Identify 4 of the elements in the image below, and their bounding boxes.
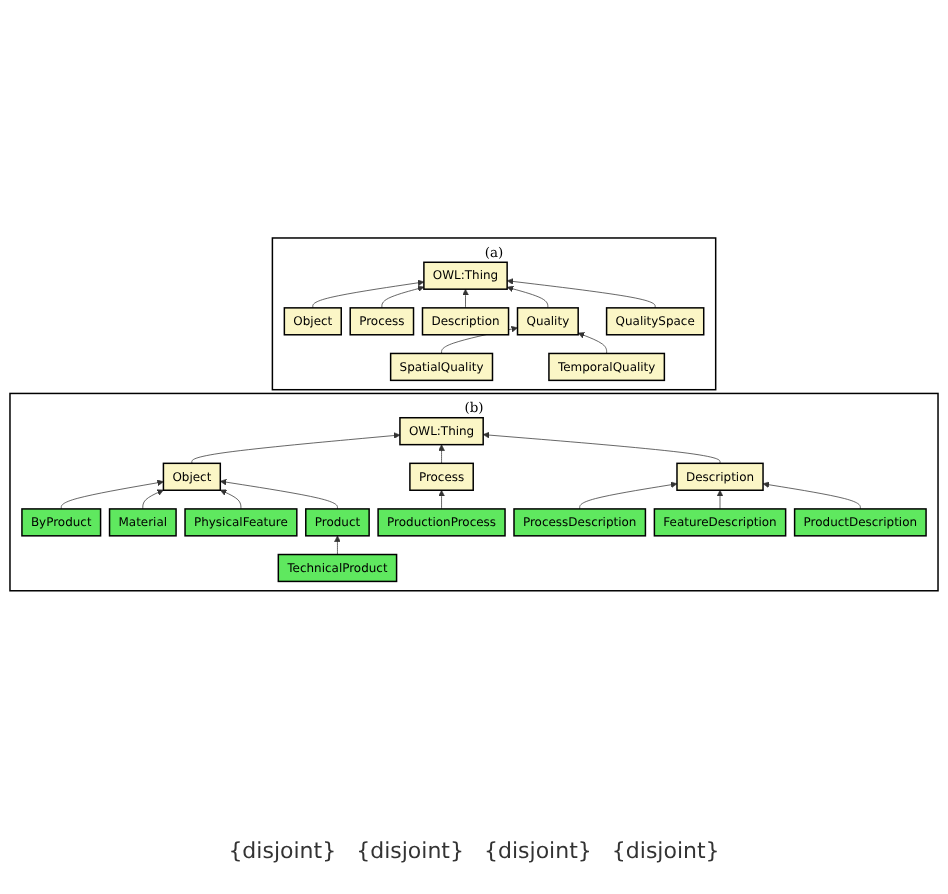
- constraint-label: {disjoint}: [356, 838, 464, 864]
- constraint-label: {disjoint}: [228, 838, 337, 864]
- constraint-label: {disjoint}: [484, 838, 592, 864]
- constraint-label: {disjoint}: [611, 838, 720, 864]
